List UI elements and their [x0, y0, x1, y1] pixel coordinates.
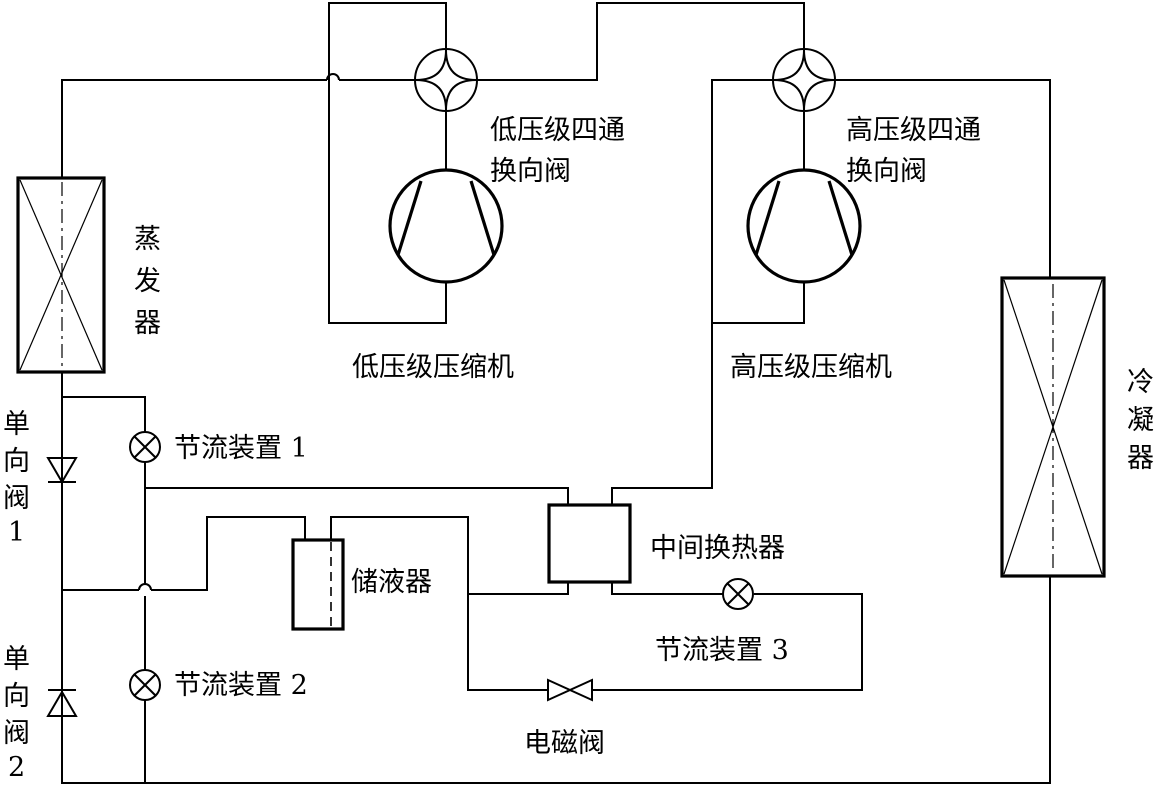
high-four-way-valve	[772, 48, 836, 112]
check-valve-2-label: 单 向 阀 2	[3, 644, 30, 783]
throttle-1-label: 节流装置 1	[174, 433, 308, 464]
throttle-2-label: 节流装置 2	[174, 670, 308, 701]
receiver	[291, 538, 345, 631]
pipe-hx-bottom-right	[611, 582, 723, 595]
throttle-device-2	[129, 669, 161, 701]
svg-text:低压级四通: 低压级四通	[490, 115, 625, 146]
evaporator-label: 蒸 发 器	[134, 224, 161, 339]
throttle-device-3	[722, 578, 754, 610]
pipe-top-left	[61, 79, 415, 178]
high-compressor-label: 高压级压缩机	[730, 352, 892, 383]
svg-text:换向阀: 换向阀	[490, 156, 571, 187]
pipe-throttle-column	[62, 396, 146, 783]
low-compressor-label: 低压级压缩机	[352, 352, 514, 383]
svg-text:器: 器	[134, 308, 161, 339]
check-valve-2	[46, 689, 78, 717]
svg-text:1: 1	[8, 517, 25, 548]
pipe-crossing-hop-2	[138, 583, 152, 591]
throttle-3-label: 节流装置 3	[655, 635, 789, 666]
low-valve-label: 低压级四通 换向阀	[490, 115, 625, 187]
svg-text:2: 2	[8, 752, 25, 783]
svg-text:单: 单	[3, 644, 30, 675]
condenser-box	[1000, 276, 1106, 578]
pipe-crossing-hop	[326, 73, 340, 81]
pipe-network	[61, 2, 1051, 784]
pipe-to-hx-top	[145, 487, 569, 505]
pipe-receiver-out	[330, 516, 863, 691]
throttle-device-1	[129, 431, 161, 463]
svg-text:冷: 冷	[1127, 367, 1154, 398]
svg-text:单: 单	[3, 409, 30, 440]
solenoid-label: 电磁阀	[524, 728, 605, 759]
evaporator-box	[16, 176, 106, 374]
pipe-high-valve-right	[836, 79, 1051, 278]
pipe-hx-bottom-left	[468, 582, 569, 595]
low-compressor	[388, 168, 504, 284]
svg-text:凝: 凝	[1127, 405, 1154, 436]
condenser-label: 冷 凝 器	[1127, 367, 1154, 474]
check-valve-1	[46, 457, 78, 484]
solenoid-valve	[547, 678, 593, 702]
svg-text:向: 向	[3, 446, 30, 477]
check-valve-1-label: 单 向 阀 1	[3, 409, 30, 548]
pipe-high-comp-return	[712, 283, 805, 324]
svg-text:蒸: 蒸	[134, 224, 161, 255]
svg-text:高压级四通: 高压级四通	[846, 115, 981, 146]
intermediate-heat-exchanger	[547, 503, 632, 584]
pipe-condenser-bottom	[61, 372, 1051, 784]
high-valve-label: 高压级四通 换向阀	[846, 115, 981, 187]
pipe-low-valve-right	[477, 2, 805, 81]
receiver-label: 储液器	[351, 567, 432, 598]
svg-text:换向阀: 换向阀	[846, 156, 927, 187]
svg-text:发: 发	[134, 266, 161, 297]
pipe-low-valve-top	[328, 2, 447, 324]
evaporator	[16, 176, 106, 374]
low-four-way-valve	[414, 48, 478, 112]
intermediate-hx-label: 中间换热器	[650, 533, 785, 564]
pipe-to-receiver	[151, 516, 306, 591]
svg-text:阀: 阀	[3, 718, 30, 749]
high-compressor	[746, 168, 862, 284]
condenser	[1000, 276, 1106, 578]
pipe-high-valve-left	[611, 79, 773, 505]
svg-text:向: 向	[3, 681, 30, 712]
svg-text:器: 器	[1127, 443, 1154, 474]
svg-text:阀: 阀	[3, 483, 30, 514]
